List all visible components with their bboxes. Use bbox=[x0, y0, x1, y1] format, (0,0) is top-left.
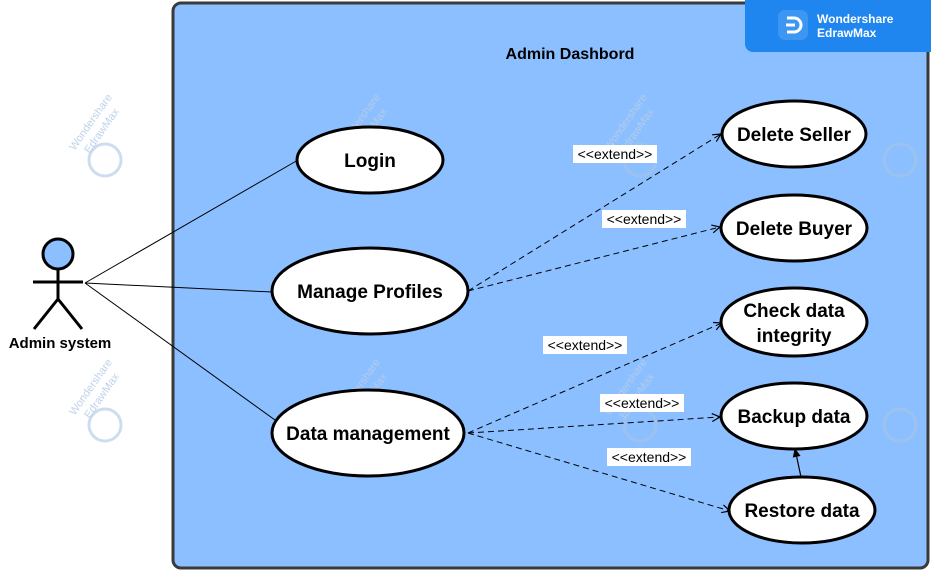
extend-label-restore: <<extend>> bbox=[607, 448, 691, 466]
watermark-1: Wondershare EdrawMax bbox=[67, 92, 123, 178]
watermark-4: Wondershare EdrawMax bbox=[67, 357, 123, 443]
extend-arrow-backup bbox=[467, 417, 720, 434]
edrawmax-logo-icon bbox=[778, 10, 808, 40]
edrawmax-brand-badge: Wondershare EdrawMax bbox=[745, 0, 931, 52]
extend-label-delete-seller: <<extend>> bbox=[573, 145, 657, 163]
use-case-label-line2: integrity bbox=[757, 326, 832, 347]
actor-left-leg bbox=[32, 298, 60, 330]
association-login bbox=[84, 159, 299, 284]
use-case-delete-seller[interactable]: Delete Seller bbox=[720, 99, 868, 169]
extend-arrow-restore bbox=[467, 432, 730, 511]
use-case-restore-data[interactable]: Restore data bbox=[727, 475, 877, 545]
svg-text:<<extend>>: <<extend>> bbox=[578, 146, 653, 162]
brand-line-1: Wondershare bbox=[817, 12, 894, 26]
use-case-label: Delete Seller bbox=[737, 125, 852, 146]
watermark-7 bbox=[882, 142, 918, 178]
system-title: Admin Dashbord bbox=[506, 46, 635, 63]
use-case-check-integrity[interactable]: Check data integrity bbox=[719, 286, 869, 358]
svg-text:<<extend>>: <<extend>> bbox=[607, 211, 682, 227]
svg-text:<<extend>>: <<extend>> bbox=[605, 395, 680, 411]
brand-line-2: EdrawMax bbox=[817, 26, 877, 40]
extend-arrow-check-integrity bbox=[467, 323, 722, 434]
use-case-label: Data management bbox=[286, 424, 450, 445]
use-case-manage-profiles[interactable]: Manage Profiles bbox=[270, 246, 470, 336]
use-case-label: Delete Buyer bbox=[736, 219, 853, 240]
extend-arrow-delete-buyer bbox=[467, 227, 720, 292]
svg-text:<<extend>>: <<extend>> bbox=[612, 449, 687, 465]
svg-text:<<extend>>: <<extend>> bbox=[548, 337, 623, 353]
use-case-delete-buyer[interactable]: Delete Buyer bbox=[719, 193, 869, 263]
use-case-login[interactable]: Login bbox=[295, 125, 445, 195]
association-data-management bbox=[84, 282, 276, 421]
use-case-data-management[interactable]: Data management bbox=[270, 388, 466, 478]
extend-label-check-integrity: <<extend>> bbox=[543, 336, 627, 354]
use-case-label-line1: Check data bbox=[743, 301, 845, 322]
watermark-8 bbox=[882, 407, 918, 443]
restore-to-backup-arrow bbox=[792, 448, 802, 478]
use-case-label: Backup data bbox=[738, 407, 851, 428]
extend-label-delete-buyer: <<extend>> bbox=[602, 210, 686, 228]
actor-right-leg bbox=[56, 298, 84, 330]
brand-name: Wondershare EdrawMax bbox=[817, 12, 893, 40]
use-case-label: Manage Profiles bbox=[297, 282, 443, 303]
use-case-backup-data[interactable]: Backup data bbox=[719, 381, 869, 451]
association-manage-profiles bbox=[84, 282, 273, 293]
use-case-label: Login bbox=[344, 151, 396, 172]
actor-label: Admin system bbox=[9, 335, 112, 352]
actor-admin-system[interactable]: Admin system bbox=[9, 237, 112, 352]
use-case-label: Restore data bbox=[744, 501, 860, 522]
actor-head bbox=[41, 237, 75, 271]
extend-label-backup: <<extend>> bbox=[600, 394, 684, 412]
